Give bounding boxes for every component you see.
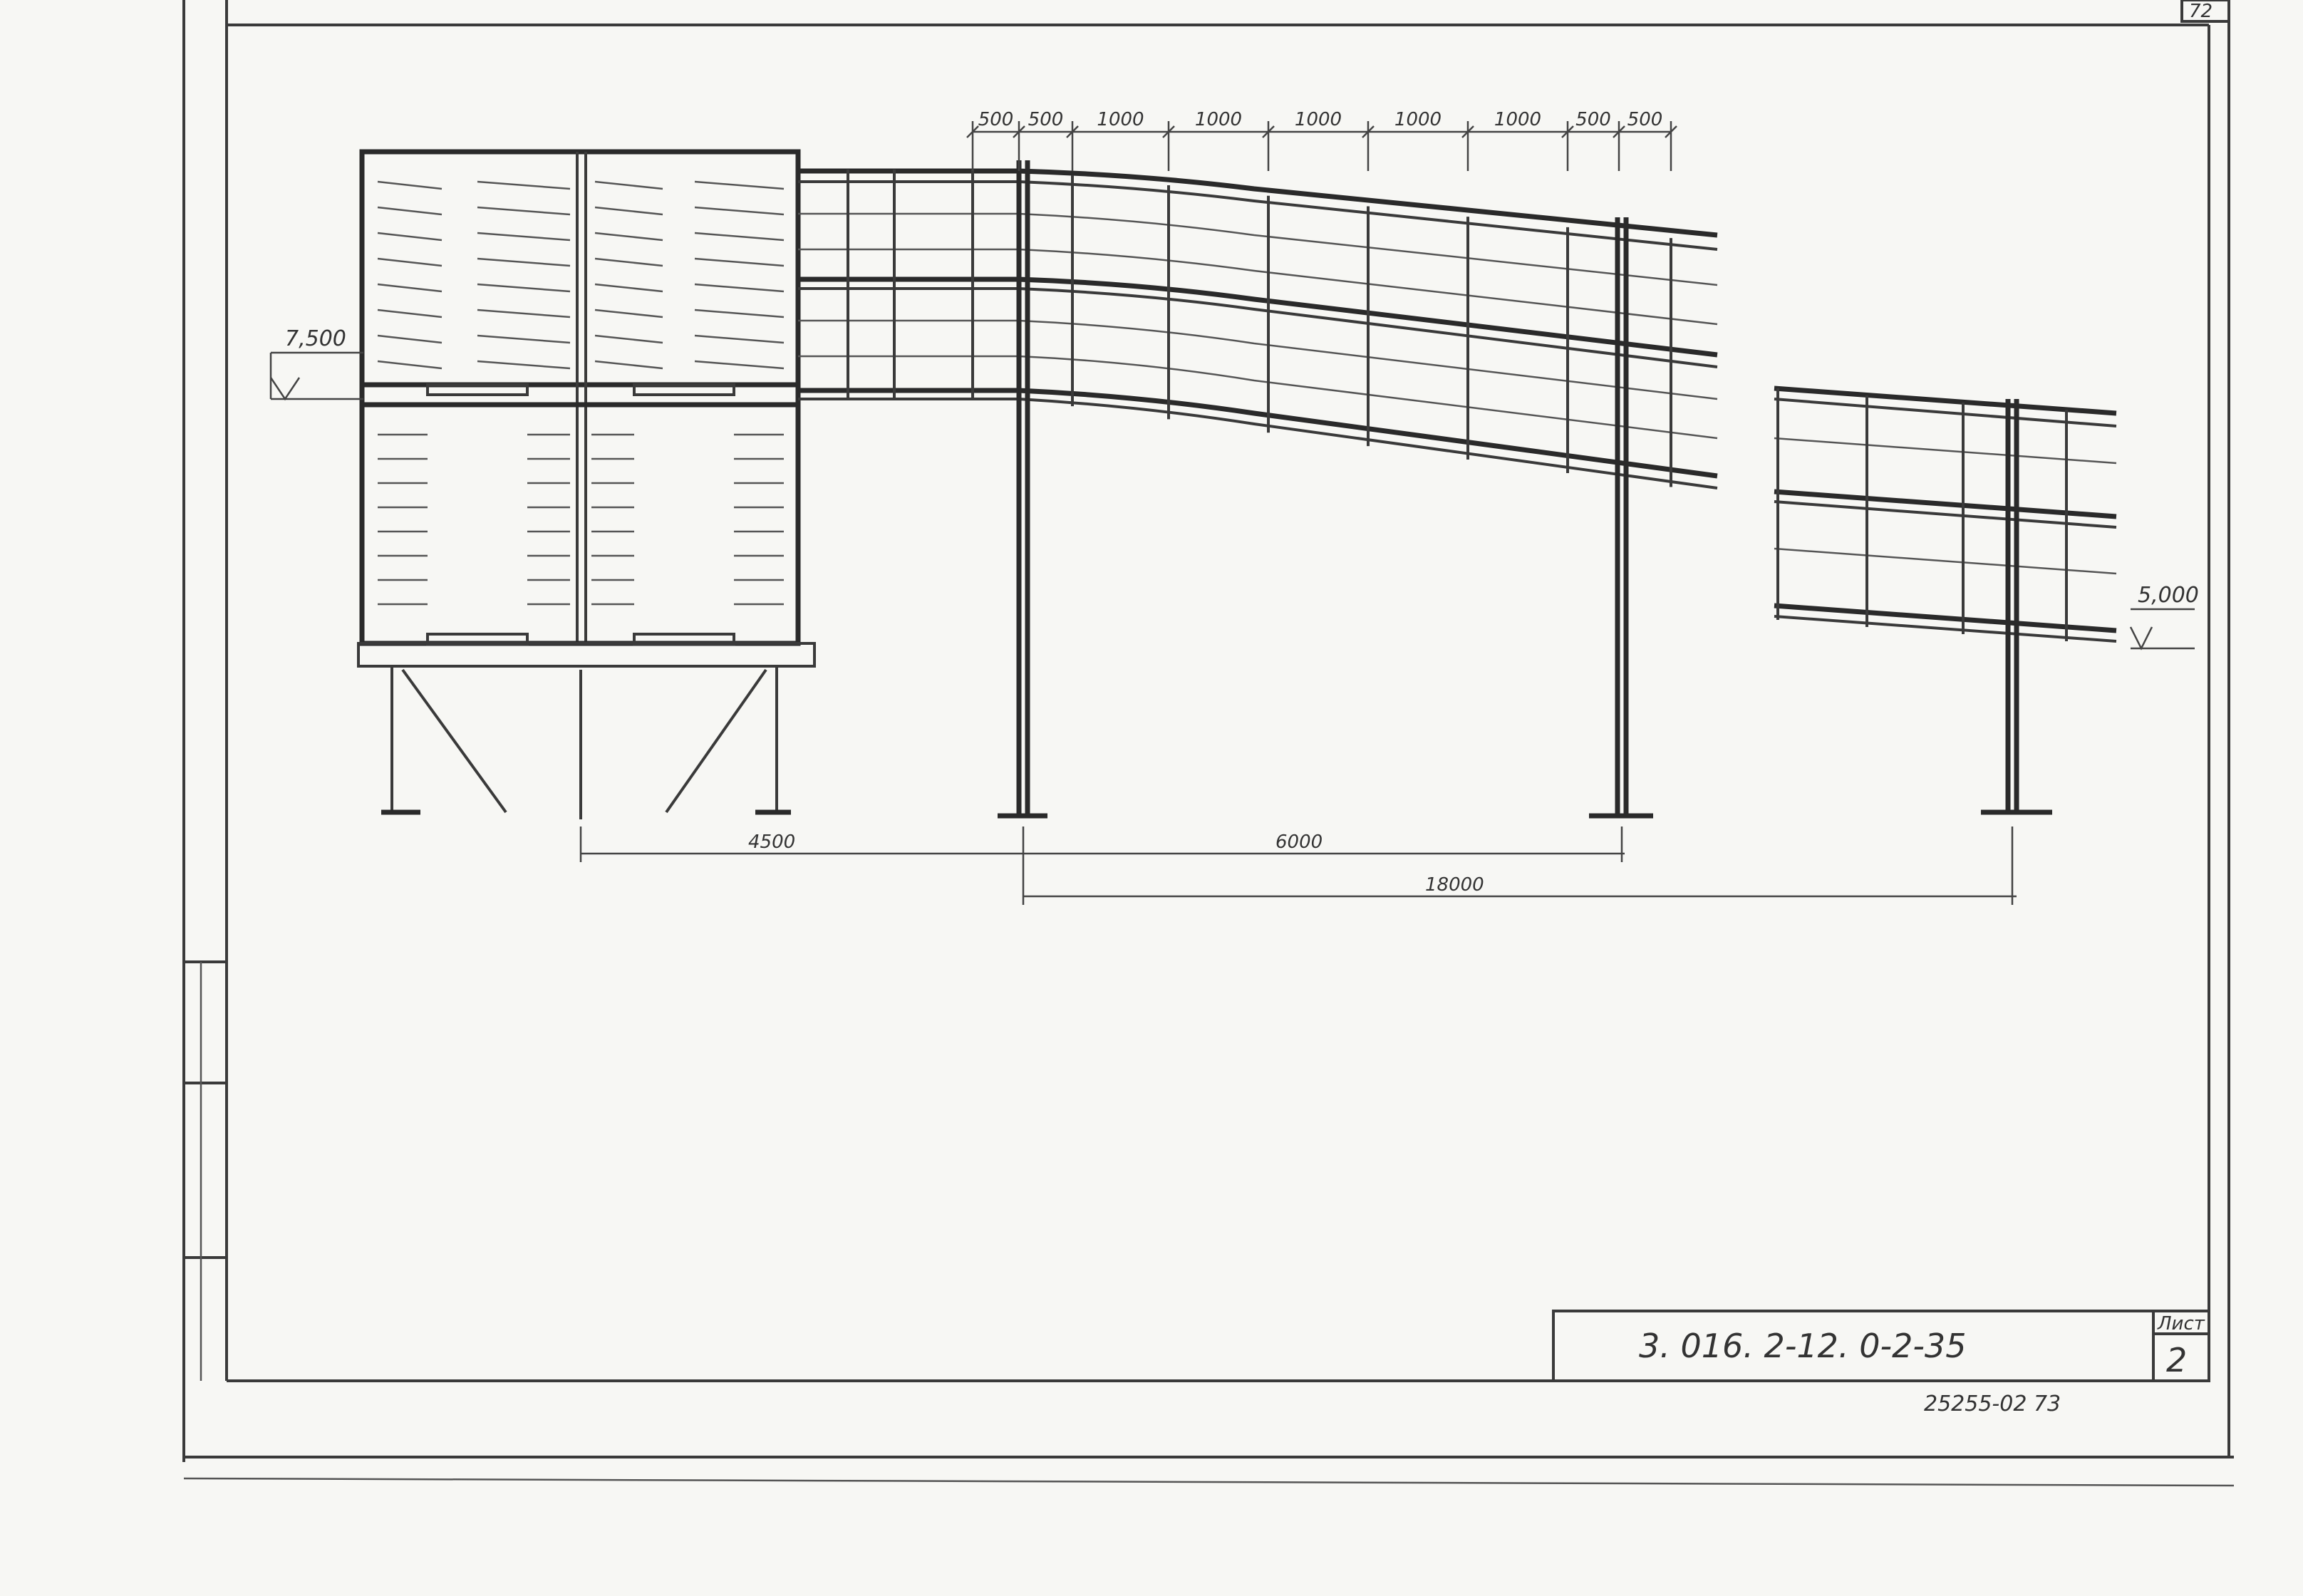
slat <box>594 257 663 267</box>
dim-span-total: 18000 <box>1425 874 1484 896</box>
slat <box>594 309 663 318</box>
bottom-dimension-lines <box>579 826 2017 905</box>
slat <box>694 180 785 190</box>
slat <box>694 334 785 344</box>
slat <box>594 206 663 216</box>
sheet-border <box>182 0 2235 1487</box>
gallery-segment-right <box>1774 385 2117 815</box>
top-dimension-label: 1000 <box>1295 109 1342 130</box>
gallery-posts <box>847 170 1672 487</box>
level-marker-right <box>2129 608 2195 651</box>
slat <box>694 283 785 293</box>
slat <box>477 232 571 242</box>
slat <box>477 309 571 318</box>
top-dimension-label: 500 <box>1627 109 1663 130</box>
slat <box>377 309 443 318</box>
top-dimension-labels: 500 500 1000 1000 1000 1000 1000 500 500 <box>978 109 1663 130</box>
top-dimension-label: 1000 <box>1394 109 1442 130</box>
slat <box>594 232 663 242</box>
slat <box>477 257 571 267</box>
title-block <box>1552 1310 2210 1382</box>
top-dimension-label: 500 <box>1028 109 1064 130</box>
slat <box>594 180 663 190</box>
slat <box>694 232 785 242</box>
slat <box>477 360 571 370</box>
level-label-left: 7,500 <box>285 326 346 351</box>
top-dimension-ticks <box>966 121 1677 171</box>
footer-stamp: 25255-02 73 <box>1924 1392 2061 1416</box>
slat <box>477 180 571 190</box>
slat <box>594 360 663 370</box>
slat <box>377 283 443 293</box>
slat <box>477 206 571 216</box>
slat <box>377 257 443 267</box>
support-columns <box>998 160 1653 819</box>
slat <box>377 334 443 344</box>
sheet-number: 2 <box>2166 1341 2187 1379</box>
drawing-code: 3. 016. 2-12. 0-2-35 <box>1639 1327 1966 1365</box>
slat <box>594 334 663 344</box>
top-dimension-label: 1000 <box>1195 109 1242 130</box>
top-dimension-label: 1000 <box>1097 109 1144 130</box>
slat <box>594 283 663 293</box>
slat <box>694 257 785 267</box>
slat <box>477 283 571 293</box>
slat <box>377 206 443 216</box>
slat <box>477 334 571 344</box>
top-dimension-label: 500 <box>978 109 1014 130</box>
level-label-right: 5,000 <box>2138 583 2199 608</box>
sheet-label: Лист <box>2157 1313 2205 1335</box>
dim-span-a: 4500 <box>748 831 795 853</box>
slat <box>694 309 785 318</box>
slat <box>377 232 443 242</box>
slat <box>694 206 785 216</box>
level-marker-left <box>269 351 363 401</box>
top-dimension-label: 500 <box>1575 109 1611 130</box>
bunker-structure <box>357 149 816 819</box>
slat <box>377 180 443 190</box>
slat <box>694 360 785 370</box>
conveyor-gallery <box>798 168 1718 489</box>
top-dimension-label: 1000 <box>1494 109 1541 130</box>
bunker-slats <box>377 180 785 606</box>
corner-number: 72 <box>2189 1 2213 22</box>
slat <box>377 360 443 370</box>
dim-span-b: 6000 <box>1275 831 1323 853</box>
